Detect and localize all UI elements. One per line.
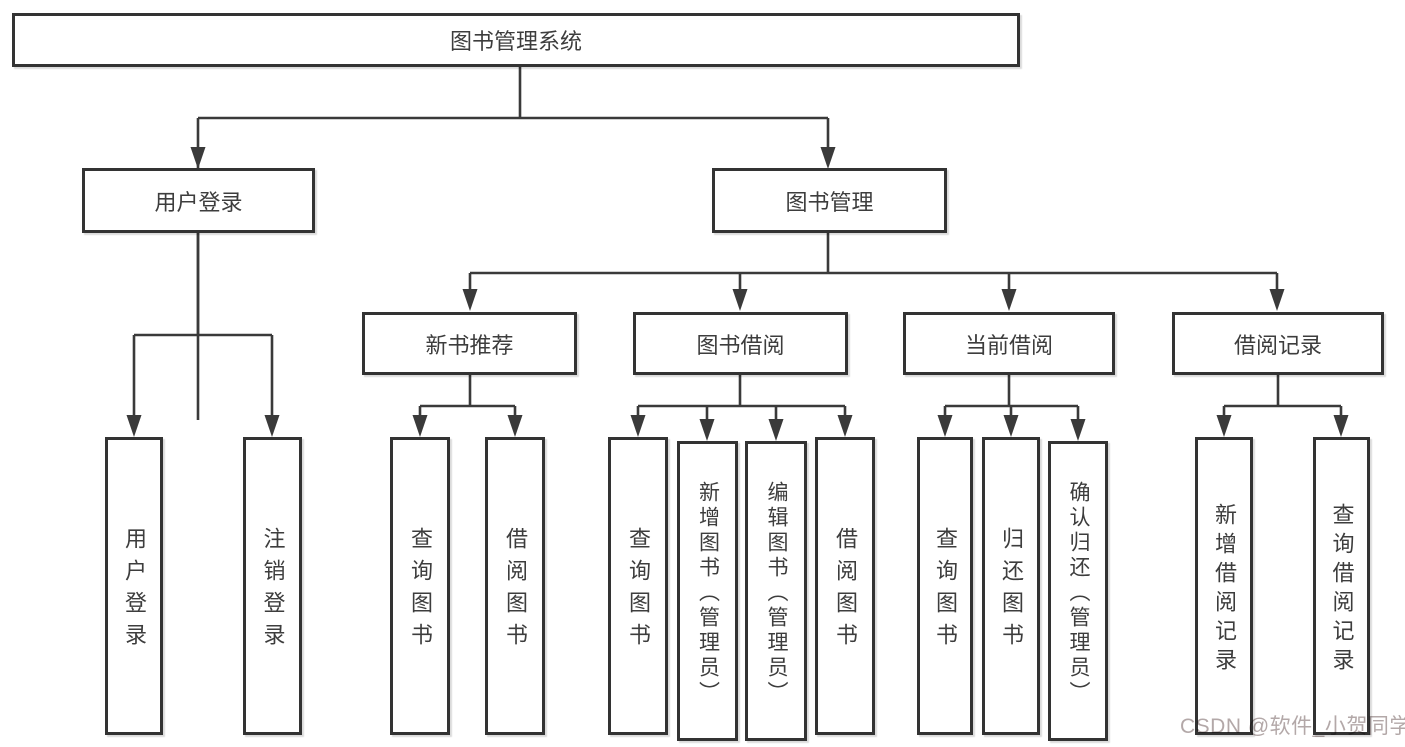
edge-book-management [468, 233, 1279, 296]
leaf-query-books-recommend: 查询图书 [390, 437, 450, 735]
arrowheads [126, 147, 1349, 441]
node-current-borrow: 当前借阅 [903, 312, 1115, 375]
leaf-add-borrow-record: 新增借阅记录 [1195, 437, 1253, 735]
node-borrow-records: 借阅记录 [1172, 312, 1384, 375]
leaf-query-borrow-record: 查询借阅记录 [1313, 437, 1370, 735]
leaf-borrow-books-recommend: 借阅图书 [485, 437, 545, 735]
leaf-return-books: 归还图书 [982, 437, 1040, 735]
leaf-user-login: 用户登录 [105, 437, 163, 735]
leaf-query-books-borrow: 查询图书 [608, 437, 668, 735]
leaf-query-books-current: 查询图书 [917, 437, 973, 735]
leaf-confirm-return-admin: 确认归还（管理员） [1048, 441, 1108, 741]
node-book-management: 图书管理 [712, 168, 947, 233]
node-user-login: 用户登录 [82, 168, 315, 233]
edge-current-borrow [943, 375, 1080, 426]
node-root-library-system: 图书管理系统 [12, 13, 1020, 67]
node-book-borrow: 图书借阅 [633, 312, 848, 375]
edge-new-book [418, 375, 517, 422]
edge-root [196, 67, 830, 420]
leaf-edit-books-admin: 编辑图书（管理员） [745, 441, 807, 741]
watermark-text: CSDN @软件_小贺同学 [1180, 715, 1405, 738]
edge-book-borrow [636, 375, 847, 426]
edge-user-login [132, 233, 274, 422]
node-new-book-recommend: 新书推荐 [362, 312, 577, 375]
leaf-add-books-admin: 新增图书（管理员） [677, 441, 738, 741]
leaf-borrow-books: 借阅图书 [815, 437, 875, 735]
edge-borrow-records [1222, 375, 1343, 422]
leaf-logout: 注销登录 [243, 437, 302, 735]
